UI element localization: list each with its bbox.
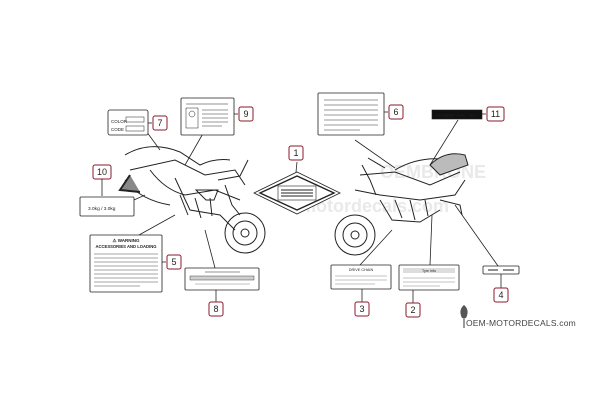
- label-color-code: COLOR CODE: [107, 109, 149, 136]
- right-motorcycle-illustration: [334, 153, 469, 256]
- callout-7: 7: [148, 115, 168, 131]
- label-tyre-info: Tyre Info: [398, 264, 460, 291]
- callout-7-number: 7: [157, 118, 162, 128]
- callout-2-number: 2: [410, 305, 415, 315]
- callout-1-number: 1: [293, 148, 298, 158]
- left-motorcycle-illustration: [118, 146, 266, 254]
- warning-title: ⚠ WARNING: [112, 238, 140, 243]
- callout-1: 1: [288, 145, 304, 161]
- fuel-label-text: UNLEADED FUEL ONLY: [435, 115, 479, 119]
- brand-text: OEM-MOTORDECALS.com: [466, 318, 576, 328]
- callout-3: 3: [354, 289, 370, 317]
- brand-logo-icon: [460, 305, 468, 328]
- tire-pressure-value: 3.0kg / 3.0kg: [88, 206, 116, 212]
- label-unleaded-fuel: UNLEADED FUEL ONLY: [431, 109, 483, 120]
- callout-11-number: 11: [491, 109, 500, 119]
- callout-4: 4: [493, 274, 509, 303]
- callout-10-number: 10: [97, 167, 107, 177]
- callout-6: 6: [384, 104, 404, 120]
- label-drive-chain: DRIVE CHAIN: [330, 264, 392, 290]
- drive-chain-text: DRIVE CHAIN: [349, 268, 374, 272]
- label-color-text: COLOR: [111, 119, 128, 124]
- callout-8-number: 8: [213, 304, 218, 314]
- label-small-strip: [482, 265, 520, 275]
- callout-5-number: 5: [171, 257, 176, 267]
- label-info-sheet: [180, 97, 235, 136]
- label-chain-adjust: [184, 267, 260, 291]
- label-code-text: CODE: [111, 127, 124, 132]
- callout-9: 9: [234, 106, 254, 122]
- label-text-panel: [317, 92, 385, 136]
- watermark-line-2: motordecals.com: [300, 196, 449, 216]
- callout-10: 10: [92, 164, 112, 196]
- label-tire-pressure: 3.0kg / 3.0kg: [79, 196, 135, 217]
- callout-6-number: 6: [393, 107, 398, 117]
- callout-5: 5: [162, 254, 182, 270]
- callout-3-number: 3: [359, 304, 364, 314]
- callout-11: 11: [482, 106, 505, 122]
- warning-subtitle: ACCESSORIES AND LOADING: [95, 244, 156, 249]
- callout-9-number: 9: [243, 109, 248, 119]
- tyre-info-text: Tyre Info: [422, 269, 436, 273]
- callout-2: 2: [405, 290, 421, 318]
- callout-4-number: 4: [498, 290, 503, 300]
- label-warning-accessories: ⚠ WARNING ACCESSORIES AND LOADING: [89, 234, 163, 293]
- label-diamond-emblem: [253, 171, 341, 215]
- callout-8: 8: [208, 290, 224, 317]
